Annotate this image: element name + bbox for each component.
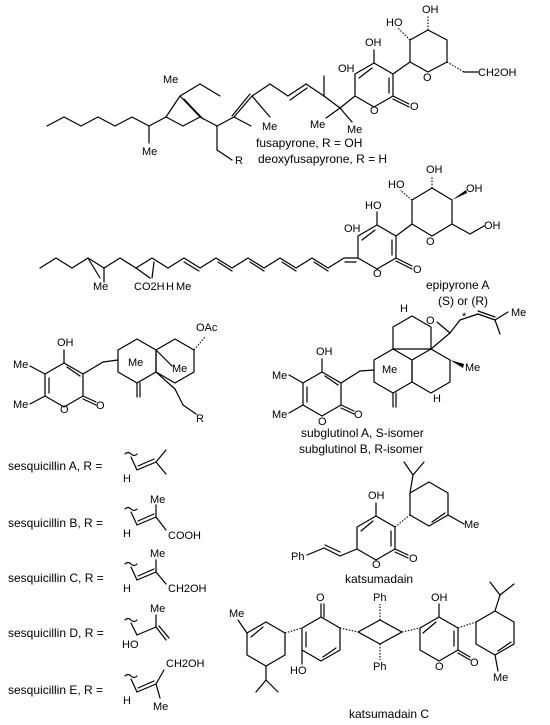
atom-label: Me <box>163 74 178 86</box>
caption-epipyrone: epipyrone A <box>426 278 489 292</box>
atom-label: R <box>196 413 204 425</box>
atom-label: H <box>123 473 131 485</box>
atom-label: CH2OH <box>168 583 207 595</box>
atom-label: O <box>470 657 479 669</box>
atom-label: Me <box>464 519 479 531</box>
caption-sesquicillin-b: sesquicillin B, R = <box>8 516 103 530</box>
atom-label: O <box>373 268 382 280</box>
atom-label: O <box>409 553 418 565</box>
caption-deoxyfusapyrone: deoxyfusapyrone, R = H <box>258 152 387 166</box>
atom-label: Ph <box>291 551 304 563</box>
atom-label: OH <box>57 337 74 349</box>
atom-label: HO <box>365 200 382 212</box>
atom-label: HO <box>290 665 307 677</box>
atom-label: HO <box>122 639 139 651</box>
atom-label: Me <box>176 281 191 293</box>
fusapyrone-structure <box>46 16 479 161</box>
katsumadain-c-structure <box>237 581 515 693</box>
atom-label: Me <box>150 548 165 560</box>
atom-label: Me <box>128 357 143 369</box>
atom-label: O <box>410 101 419 113</box>
atom-label: O <box>316 592 325 604</box>
atom-label: Me <box>310 119 325 131</box>
atom-label: Me <box>347 124 362 136</box>
atom-label: OH <box>431 592 448 604</box>
atom-label: Me <box>93 281 108 293</box>
caption-fusapyrone: fusapyrone, R = OH <box>256 136 362 150</box>
caption-subglutinol-a: subglutinol A, S-isomer <box>301 426 424 440</box>
caption-katsumadain-c: katsumadain C <box>349 707 429 721</box>
atom-label: Me <box>142 146 157 158</box>
r-group-a <box>124 449 167 475</box>
atom-label: CO2H <box>134 281 165 293</box>
atom-label: H <box>123 583 131 595</box>
atom-label: Me <box>153 701 168 713</box>
katsumadain-structure <box>306 461 465 561</box>
atom-label: Me <box>272 409 287 421</box>
atom-label: R <box>235 155 243 167</box>
caption-subglutinol-stereo: (S) or (R) <box>438 294 488 308</box>
atom-label: OH <box>484 220 501 232</box>
atom-label: OH <box>422 4 439 16</box>
atom-label: H <box>400 303 408 315</box>
epipyrone-structure <box>39 176 485 283</box>
caption-sesquicillin-d: sesquicillin D, R = <box>8 626 104 640</box>
atom-label: COOH <box>168 530 201 542</box>
sesquicillin-core-structure <box>29 336 206 415</box>
atom-label: Me <box>511 307 526 319</box>
atom-label: O <box>413 264 422 276</box>
atom-label: * <box>462 311 467 323</box>
atom-label: HO <box>388 179 405 191</box>
caption-sesquicillin-e: sesquicillin E, R = <box>8 683 103 697</box>
atom-label: H <box>123 695 131 707</box>
atom-label: Ph <box>373 592 386 604</box>
atom-label: Me <box>229 608 244 620</box>
atom-label: OAc <box>196 322 218 334</box>
r-group-b <box>124 504 167 531</box>
atom-label: OH <box>368 490 385 502</box>
caption-sesquicillin-a: sesquicillin A, R = <box>8 459 102 473</box>
atom-label: CH2OH <box>478 67 517 79</box>
atom-label: O <box>372 559 381 571</box>
atom-label: Me <box>150 494 165 506</box>
caption-katsumadain: katsumadain <box>345 572 413 586</box>
atom-label: O <box>426 315 435 327</box>
atom-label: Me <box>465 362 480 374</box>
atom-label: O <box>354 409 363 421</box>
atom-label: O <box>370 105 379 117</box>
atom-label: OH <box>466 183 483 195</box>
atom-label: OH <box>426 164 443 176</box>
atom-label: O <box>60 404 69 416</box>
atom-label: Me <box>272 370 287 382</box>
r-group-e <box>124 669 165 699</box>
atom-label: Ph <box>373 661 386 673</box>
r-group-c <box>124 559 167 585</box>
atom-label: Me <box>150 603 165 615</box>
atom-label: O <box>318 416 327 428</box>
atom-label: HO <box>386 17 403 29</box>
atom-label: OH <box>344 223 361 235</box>
r-group-d <box>124 614 170 641</box>
atom-label: H <box>123 528 131 540</box>
atom-label: Me <box>13 359 28 371</box>
atom-label: Me <box>13 399 28 411</box>
atom-label: O <box>96 400 105 412</box>
atom-label: O <box>435 661 444 673</box>
caption-sesquicillin-c: sesquicillin C, R = <box>8 571 104 585</box>
subglutinol-structure <box>288 310 509 417</box>
atom-label: H <box>433 393 441 405</box>
atom-label: OH <box>365 37 382 49</box>
atom-label: Me <box>172 363 187 375</box>
atom-label: OH <box>316 346 333 358</box>
atom-label: H <box>166 281 174 293</box>
atom-label: OH <box>338 63 355 75</box>
atom-label: Me <box>262 121 277 133</box>
atom-label: CH2OH <box>166 658 205 670</box>
atom-label: Me <box>382 364 397 376</box>
atom-label: O <box>426 236 435 248</box>
caption-subglutinol-b: subglutinol B, R-isomer <box>299 442 423 456</box>
atom-label: O <box>423 72 432 84</box>
atom-label: Me <box>493 672 508 684</box>
